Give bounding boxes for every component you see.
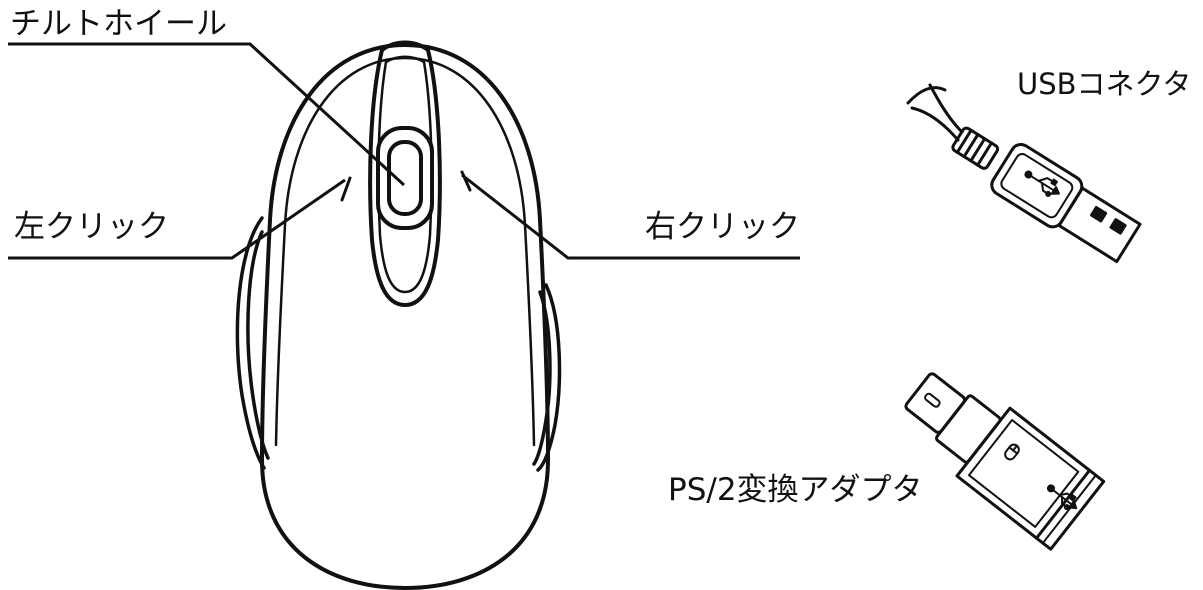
scroll-housing-inner <box>377 55 433 294</box>
label-ps2-adapter: PS/2変換アダプタ <box>668 472 923 508</box>
callout-left-click <box>8 178 346 260</box>
label-usb-connector: USBコネクタ <box>1017 67 1192 101</box>
scroll-housing-outer <box>368 40 442 307</box>
ps2-adapter-illustration <box>904 372 1106 551</box>
mouse-body-outline <box>260 43 550 590</box>
usb-plug-housing <box>990 142 1142 264</box>
callout-tilt-wheel <box>8 42 406 187</box>
usb-cable-2 <box>928 83 964 134</box>
ps2-neck <box>935 394 1002 464</box>
mouse-icon <box>1004 443 1020 461</box>
mouse-left-grip <box>235 216 270 470</box>
mouse-illustration <box>235 40 562 590</box>
ps2-tip <box>904 372 966 434</box>
callout-right-click <box>461 173 800 260</box>
tilt-wheel <box>387 140 423 216</box>
mouse-body-inner-line <box>274 56 536 447</box>
mouse-right-grip <box>532 283 562 472</box>
usb-icon-adapter <box>1046 484 1078 511</box>
usb-cable <box>906 86 960 142</box>
usb-icon <box>1024 170 1060 197</box>
left-button-edge <box>340 176 352 202</box>
callout-lines <box>8 42 800 260</box>
usb-strain-relief <box>951 126 1000 170</box>
usb-connector-illustration <box>906 83 1142 264</box>
label-left-click: 左クリック <box>14 209 169 245</box>
label-right-click: 右クリック <box>645 209 800 245</box>
tilt-wheel-well <box>376 126 434 230</box>
label-tilt-wheel: チルトホイール <box>10 6 227 42</box>
